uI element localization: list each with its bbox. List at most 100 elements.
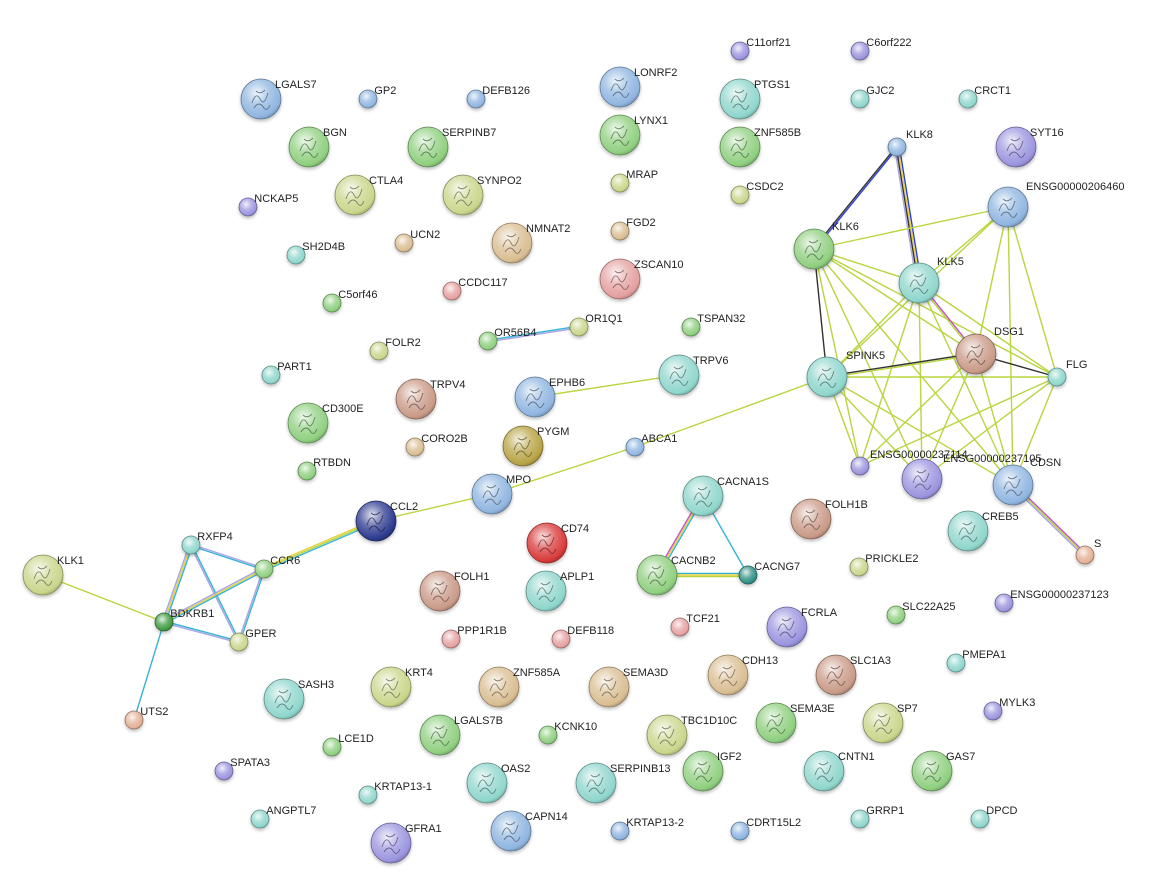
- node-lynx1[interactable]: LYNX1: [599, 114, 668, 156]
- node-bubble[interactable]: [254, 559, 274, 579]
- node-fcrla[interactable]: FCRLA: [766, 606, 838, 648]
- node-bubble[interactable]: [395, 378, 437, 420]
- node-bubble[interactable]: [358, 89, 378, 109]
- node-angptl7[interactable]: ANGPTL7: [250, 805, 316, 829]
- node-bdkrb1[interactable]: BDKRB1: [154, 608, 214, 632]
- node-bubble[interactable]: [369, 341, 389, 361]
- node-bubble[interactable]: [730, 41, 750, 61]
- node-serpinb13[interactable]: SERPINB13: [575, 762, 671, 804]
- node-s[interactable]: S: [1075, 538, 1101, 565]
- node-mrap[interactable]: MRAP: [610, 169, 658, 193]
- node-cdrt15l2[interactable]: CDRT15L2: [730, 817, 801, 841]
- node-ptgs1[interactable]: PTGS1: [719, 78, 790, 120]
- node-bubble[interactable]: [490, 810, 532, 852]
- node-ctla4[interactable]: CTLA4: [334, 174, 403, 216]
- node-abca1[interactable]: ABCA1: [625, 433, 677, 457]
- node-ucn2[interactable]: UCN2: [394, 229, 440, 253]
- node-gper[interactable]: GPER: [229, 628, 277, 652]
- node-lonrf2[interactable]: LONRF2: [599, 66, 677, 108]
- node-gp2[interactable]: GP2: [358, 85, 396, 109]
- node-tbc1d10c[interactable]: TBC1D10C: [646, 714, 737, 756]
- node-bubble[interactable]: [1047, 367, 1067, 387]
- node-bubble[interactable]: [261, 365, 281, 385]
- node-lgals7[interactable]: LGALS7: [240, 78, 317, 120]
- node-bubble[interactable]: [181, 535, 201, 555]
- node-bubble[interactable]: [238, 197, 258, 217]
- node-capn14[interactable]: CAPN14: [490, 810, 568, 852]
- node-trpv6[interactable]: TRPV6: [658, 354, 728, 396]
- node-bubble[interactable]: [358, 785, 378, 805]
- node-bubble[interactable]: [610, 173, 630, 193]
- node-bubble[interactable]: [850, 456, 870, 476]
- node-bubble[interactable]: [636, 554, 678, 596]
- node-bubble[interactable]: [441, 629, 461, 649]
- node-nckap5[interactable]: NCKAP5: [238, 193, 298, 217]
- node-bubble[interactable]: [862, 702, 904, 744]
- node-bubble[interactable]: [911, 750, 953, 792]
- node-rxfp4[interactable]: RXFP4: [181, 531, 233, 555]
- node-bubble[interactable]: [471, 473, 513, 515]
- node-ensg00000237114[interactable]: ENSG00000237114: [850, 449, 968, 476]
- node-gas7[interactable]: GAS7: [911, 750, 975, 792]
- node-c11orf21[interactable]: C11orf21: [730, 37, 791, 61]
- node-ephb6[interactable]: EPHB6: [514, 376, 585, 418]
- node-bubble[interactable]: [719, 78, 761, 120]
- node-part1[interactable]: PART1: [261, 361, 312, 385]
- node-klk6[interactable]: KLK6: [793, 221, 859, 270]
- node-bubble[interactable]: [250, 809, 270, 829]
- node-bubble[interactable]: [525, 570, 567, 612]
- node-bubble[interactable]: [793, 228, 835, 270]
- node-bubble[interactable]: [442, 174, 484, 216]
- node-bubble[interactable]: [681, 317, 701, 337]
- node-oas2[interactable]: OAS2: [466, 762, 530, 804]
- node-bubble[interactable]: [370, 666, 412, 708]
- node-zscan10[interactable]: ZSCAN10: [599, 258, 684, 300]
- node-bubble[interactable]: [491, 222, 533, 264]
- node-bubble[interactable]: [646, 714, 688, 756]
- node-bubble[interactable]: [405, 437, 425, 457]
- node-fgd2[interactable]: FGD2: [610, 217, 656, 241]
- node-cdsn[interactable]: CDSN: [992, 457, 1061, 506]
- node-bubble[interactable]: [263, 678, 305, 720]
- node-bubble[interactable]: [658, 354, 700, 396]
- node-sh2d4b[interactable]: SH2D4B: [286, 241, 345, 265]
- node-ensg00000237123[interactable]: ENSG00000237123: [994, 589, 1109, 613]
- node-bubble[interactable]: [610, 221, 630, 241]
- node-bubble[interactable]: [958, 89, 978, 109]
- node-krt4[interactable]: KRT4: [370, 666, 433, 708]
- node-bubble[interactable]: [288, 126, 330, 168]
- node-cd74[interactable]: CD74: [526, 522, 589, 564]
- node-crct1[interactable]: CRCT1: [958, 85, 1011, 109]
- node-bubble[interactable]: [466, 89, 486, 109]
- node-bubble[interactable]: [682, 475, 724, 517]
- node-ccl2[interactable]: CCL2: [355, 500, 418, 542]
- node-znf585b[interactable]: ZNF585B: [719, 126, 801, 168]
- node-bubble[interactable]: [983, 701, 1003, 721]
- node-creb5[interactable]: CREB5: [947, 510, 1019, 552]
- node-kcnk10[interactable]: KCNK10: [538, 721, 597, 745]
- node-bubble[interactable]: [887, 137, 907, 157]
- node-spata3[interactable]: SPATA3: [214, 757, 270, 781]
- node-bubble[interactable]: [707, 654, 749, 696]
- node-klk1[interactable]: KLK1: [22, 554, 84, 596]
- node-bubble[interactable]: [419, 570, 461, 612]
- node-bubble[interactable]: [806, 356, 848, 398]
- node-bubble[interactable]: [478, 666, 520, 708]
- node-grrp1[interactable]: GRRP1: [850, 805, 904, 829]
- node-flg[interactable]: FLG: [1047, 359, 1087, 387]
- node-pygm[interactable]: PYGM: [502, 425, 569, 467]
- node-folr2[interactable]: FOLR2: [369, 337, 421, 361]
- node-cd300e[interactable]: CD300E: [287, 402, 364, 444]
- node-bubble[interactable]: [599, 258, 641, 300]
- node-cacnb2[interactable]: CACNB2: [636, 554, 716, 596]
- node-krtap13-2[interactable]: KRTAP13-2: [610, 817, 684, 841]
- node-bubble[interactable]: [886, 605, 906, 625]
- node-uts2[interactable]: UTS2: [124, 706, 168, 730]
- node-bubble[interactable]: [946, 653, 966, 673]
- node-bubble[interactable]: [229, 632, 249, 652]
- node-bubble[interactable]: [551, 629, 571, 649]
- node-bubble[interactable]: [849, 557, 869, 577]
- node-bubble[interactable]: [995, 126, 1037, 168]
- node-aplp1[interactable]: APLP1: [525, 570, 594, 612]
- node-defb118[interactable]: DEFB118: [551, 625, 614, 649]
